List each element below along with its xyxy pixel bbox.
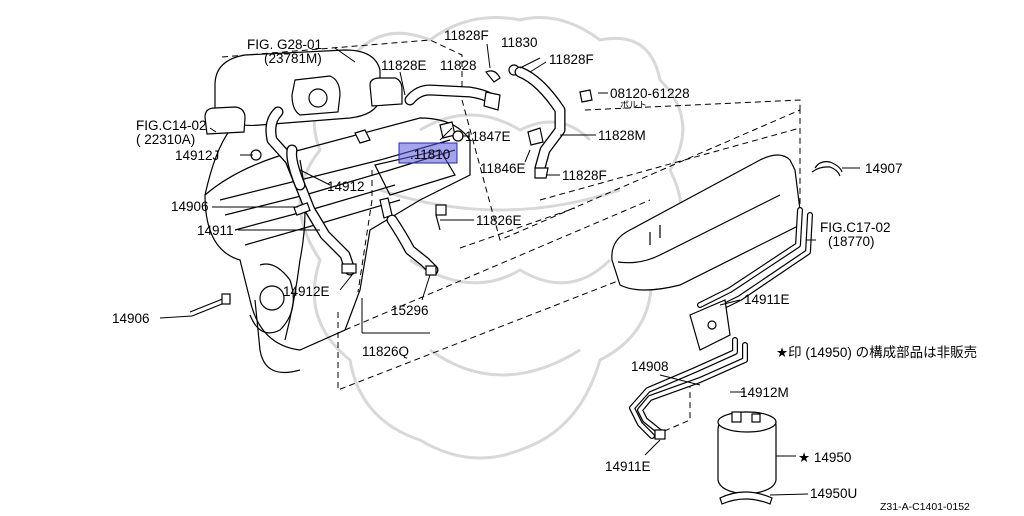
label-11830[interactable]: 11830 [501, 35, 538, 50]
intake-plenum-drawing [204, 49, 403, 144]
label-11828f-c[interactable]: 11828F [562, 168, 607, 183]
hose-11828-drawing [404, 64, 520, 142]
hose-15296-drawing [379, 197, 447, 276]
drawing-code: Z31-A-C1401-0152 [880, 501, 970, 511]
fuel-tank-drawing [611, 154, 801, 291]
label-22310a[interactable]: ( 22310A) [136, 132, 195, 147]
label-14911e-a[interactable]: 14911E [744, 292, 790, 307]
hose-14912-drawing [250, 106, 357, 276]
label-11828e[interactable]: 11828E [381, 58, 427, 73]
label-18770[interactable]: (18770) [828, 234, 875, 249]
pipe-14912m-drawing [629, 207, 813, 440]
label-11810[interactable]: .11810 [410, 147, 450, 162]
selected-part-highlight [398, 142, 458, 164]
label-fig-c17-02[interactable]: FIG.C17-02 [820, 220, 891, 235]
label-11846e[interactable]: 11846E [480, 161, 526, 176]
watermark-emblem [298, 16, 685, 460]
dashed-callout-frame [221, 39, 801, 436]
part-labels: FIG. G28-01 (23781M) FIG.C14-02 ( 22310A… [112, 28, 977, 513]
label-14912e[interactable]: 14912E [283, 284, 330, 299]
label-bolt-jp: ボルト [620, 100, 647, 110]
bolt-14906-drawing [189, 293, 231, 317]
label-14912[interactable]: 14912 [327, 179, 365, 194]
clamp-14907-drawing [811, 161, 843, 177]
label-14912j[interactable]: 14912J [175, 148, 219, 163]
label-14907[interactable]: 14907 [865, 161, 903, 176]
label-fig-g28-01[interactable]: FIG. G28-01 [247, 37, 322, 52]
label-23781m[interactable]: (23781M) [264, 51, 322, 66]
label-14950u[interactable]: 14950U [810, 486, 857, 501]
label-14911[interactable]: 14911 [197, 223, 234, 238]
label-11826q[interactable]: 11826Q [362, 344, 409, 359]
label-14906-a[interactable]: 14906 [171, 199, 209, 214]
label-11828f-b[interactable]: 11828F [549, 52, 594, 67]
label-08120-61228[interactable]: 08120-61228 [610, 86, 690, 101]
label-11847e[interactable]: 11847E [465, 129, 511, 144]
label-14912m[interactable]: 14912M [740, 385, 789, 400]
label-15296[interactable]: 15296 [391, 303, 429, 318]
leader-lines [159, 43, 860, 496]
non-sale-note: ★印 (14950) の構成部品は非販売 [776, 345, 977, 360]
label-11828[interactable]: 11828 [440, 58, 477, 73]
label-14950[interactable]: ★ 14950 [798, 450, 851, 465]
canister-14950-drawing [717, 411, 777, 505]
hose-11828m-drawing [514, 66, 593, 179]
label-11828f-a[interactable]: 11828F [444, 28, 489, 43]
label-11826e[interactable]: 11826E [476, 213, 522, 228]
label-14911e-b[interactable]: 14911E [605, 459, 651, 474]
label-11828m[interactable]: 11828M [598, 128, 646, 143]
label-fig-c14-02[interactable]: FIG.C14-02 [136, 118, 207, 133]
label-14908[interactable]: 14908 [631, 359, 669, 374]
label-14906-b[interactable]: 14906 [112, 311, 150, 326]
